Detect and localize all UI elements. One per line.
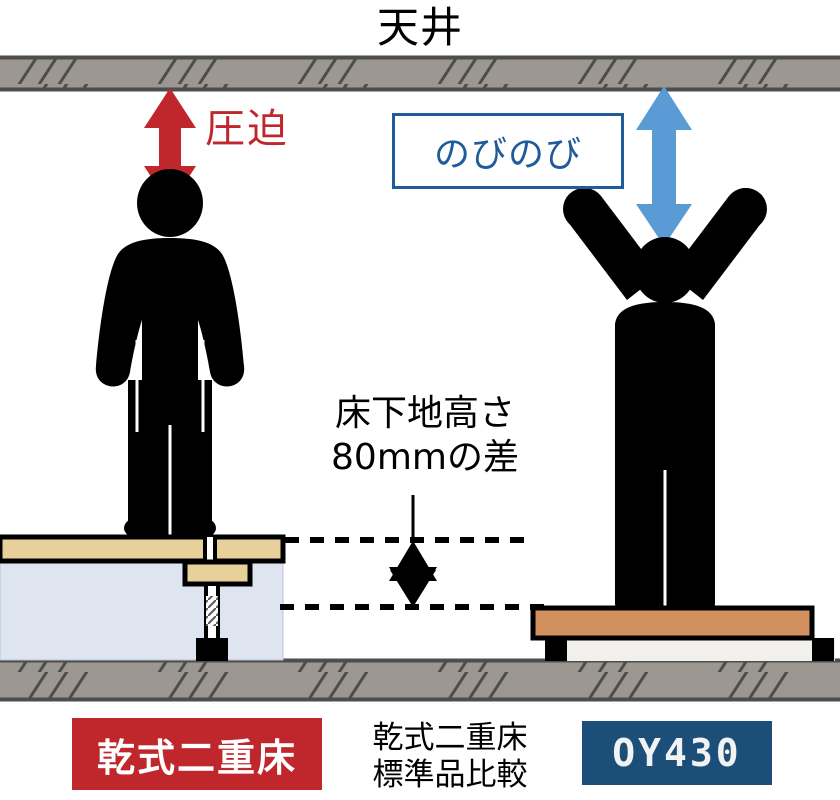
reference-lines [280,537,548,610]
legend-comparison-caption: 乾式二重床 標準品比較 [372,720,528,793]
legend-tag-dry-double-floor: 乾式二重床 [72,718,322,790]
height-difference-note: 床下地高さ 80mmの差 [331,393,519,478]
headroom-label: のびのび [433,134,582,175]
figure-cheering-right [563,187,767,623]
legend-tag-oy430: OY430 [582,721,772,785]
right-floor-assembly [530,605,835,661]
ceiling-label: 天井 [376,3,463,52]
height-difference-arrow [389,541,437,607]
left-floor-assembly [0,534,286,661]
compression-label: 圧迫 [205,106,289,152]
legend-tag-oy430-text: OY430 [612,731,742,775]
figure-standing-left [95,169,245,546]
headroom-callout-box: のびのび [392,113,624,189]
floor-slab [0,658,840,702]
legend-tag-dry-double-floor-text: 乾式二重床 [96,735,297,780]
headroom-arrow-blue [636,86,692,246]
ceiling-slab [0,55,840,92]
